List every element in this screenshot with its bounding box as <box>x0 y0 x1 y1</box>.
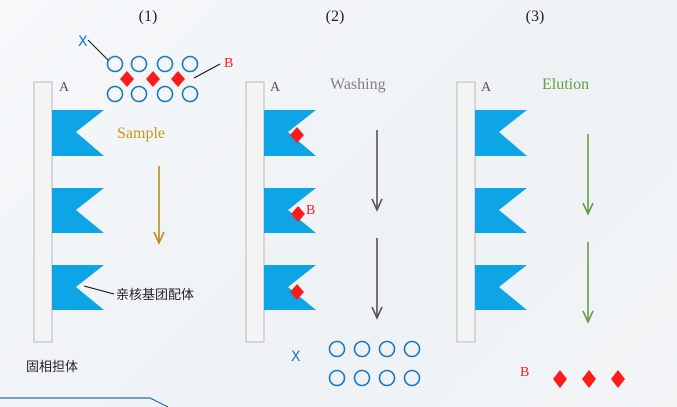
process-washing: Washing <box>330 76 386 93</box>
process-elution: Elution <box>542 76 589 93</box>
ligand-1-2 <box>52 188 104 233</box>
analyte-diamonds-1 <box>120 71 185 87</box>
panel-1-number: (1) <box>139 8 158 25</box>
ligand-2-2 <box>264 188 316 233</box>
label-a-3: A <box>481 80 492 95</box>
decorative-corner-line <box>0 397 169 407</box>
solid-support-2 <box>245 81 265 343</box>
label-a-1: A <box>59 80 70 95</box>
sample-arrow-head <box>153 231 165 245</box>
ligand-2-1 <box>264 110 316 156</box>
ligand-3-3 <box>475 265 527 310</box>
label-b-1-leader <box>193 63 221 79</box>
solid-support-1 <box>33 81 53 343</box>
elution-arrow-1-head <box>582 202 594 216</box>
solid-support-3 <box>456 81 476 343</box>
ligand-label: 亲核基团配体 <box>116 288 194 303</box>
label-b-2: B <box>306 203 315 218</box>
washing-arrow-2-head <box>371 306 383 320</box>
ligand-2-3 <box>264 265 316 310</box>
label-b-3: B <box>520 365 529 380</box>
label-b-1: B <box>224 56 233 71</box>
washing-arrow-1-head <box>371 198 383 212</box>
ligand-3-2 <box>475 188 527 233</box>
panel-2-number: (2) <box>326 8 345 25</box>
label-x-2: X <box>291 349 301 365</box>
ligand-label-leader <box>83 285 115 295</box>
ligand-3-1 <box>475 110 527 156</box>
label-a-2: A <box>270 80 281 95</box>
impurity-circles-1 <box>106 55 199 103</box>
eluted-impurities <box>328 340 421 387</box>
panel-3-number: (3) <box>526 8 545 25</box>
label-x-1-leader <box>87 39 109 61</box>
label-x-1: X <box>78 34 88 50</box>
ligand-1-3 <box>52 265 104 310</box>
elution-arrow-2-head <box>582 310 594 324</box>
eluted-analytes <box>553 370 625 388</box>
ligand-1-1 <box>52 110 104 156</box>
process-sample: Sample <box>117 125 165 142</box>
bound-analytes <box>290 127 305 300</box>
support-label: 固相担体 <box>26 360 78 375</box>
